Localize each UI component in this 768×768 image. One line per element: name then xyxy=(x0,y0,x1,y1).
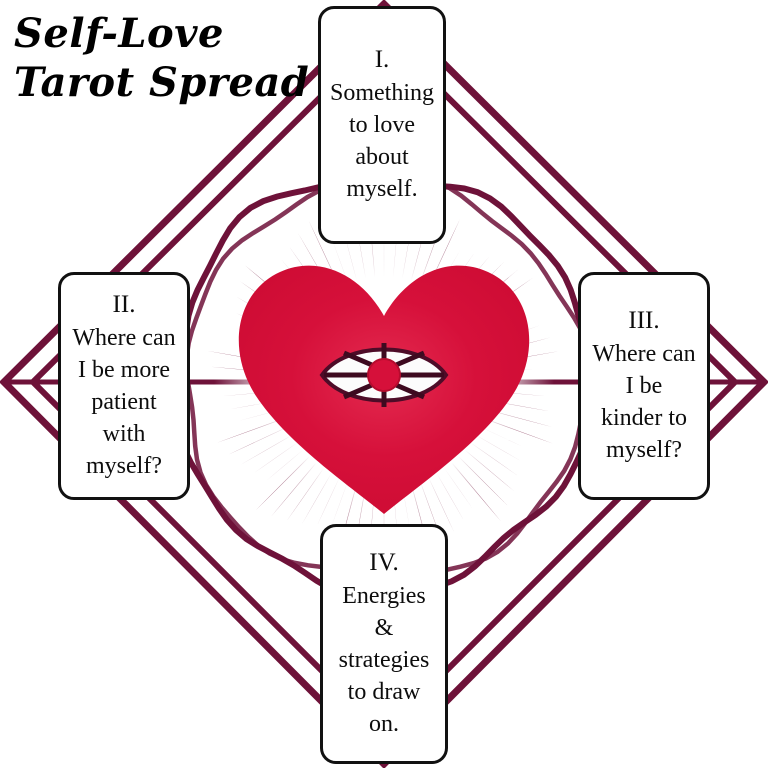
card-4-numeral: IV. xyxy=(369,549,399,577)
card-2-line-5: myself? xyxy=(86,453,162,480)
card-1-line-3: about xyxy=(355,144,409,171)
card-3-line-2: I be xyxy=(625,373,663,400)
card-1-numeral: I. xyxy=(374,46,390,74)
eye-spokes xyxy=(324,343,444,407)
card-2-line-1: Where can xyxy=(72,324,176,351)
tarot-card-3[interactable]: III. Where can I be kinder to myself? xyxy=(578,272,710,500)
tarot-card-2[interactable]: II. Where can I be more patient with mys… xyxy=(58,272,190,500)
card-1-line-1: Something xyxy=(329,79,434,106)
card-2-line-4: with xyxy=(102,421,146,448)
card-3-line-1: Where can xyxy=(592,340,696,367)
card-1-line-2: to love xyxy=(349,112,415,139)
card-4-line-1: Energies xyxy=(342,582,426,609)
card-3-numeral: III. xyxy=(628,307,660,335)
page-title: Self-Love Tarot Spread xyxy=(14,10,310,106)
card-2-line-2: I be more xyxy=(78,357,170,384)
card-4-line-3: strategies xyxy=(338,647,430,674)
tarot-card-1[interactable]: I. Something to love about myself. xyxy=(318,6,446,244)
card-3-line-3: kinder to xyxy=(601,405,687,432)
card-3-line-4: myself? xyxy=(606,437,682,464)
all-seeing-eye xyxy=(319,343,449,407)
card-4-line-5: on. xyxy=(369,711,399,738)
card-4-line-2: & xyxy=(374,615,394,642)
card-4-line-4: to draw xyxy=(347,679,421,706)
eye-pupil xyxy=(367,358,401,392)
tarot-card-4[interactable]: IV. Energies & strategies to draw on. xyxy=(320,524,448,764)
card-2-numeral: II. xyxy=(112,291,136,319)
card-2-line-3: patient xyxy=(91,389,157,416)
card-1-line-4: myself. xyxy=(346,176,418,203)
